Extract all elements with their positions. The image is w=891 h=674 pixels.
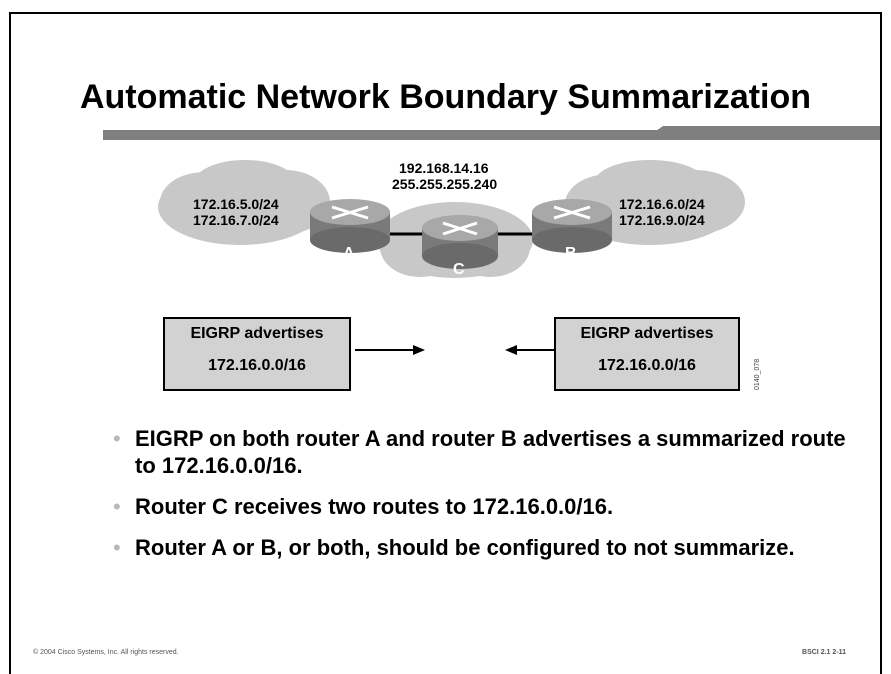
bullet-text: Router A or B, or both, should be config… [135, 535, 795, 560]
slide-frame [9, 12, 882, 674]
bullet-dot-icon: • [113, 426, 121, 451]
slide-title: Automatic Network Boundary Summarization [79, 78, 812, 116]
arrow-right-icon [355, 345, 425, 355]
router-b-icon [532, 199, 612, 253]
center-address: 192.168.14.16 [399, 160, 489, 176]
bullet-item: • EIGRP on both router A and router B ad… [113, 425, 853, 479]
left-box-line2: 172.16.0.0/16 [208, 357, 306, 374]
bullet-text: EIGRP on both router A and router B adve… [135, 426, 846, 478]
bullet-item: • Router A or B, or both, should be conf… [113, 534, 853, 561]
right-advertisement-box: EIGRP advertises 172.16.0.0/16 [554, 317, 740, 391]
title-bar [103, 126, 880, 140]
footer-course: BSCI 2.1 2-11 [802, 649, 846, 656]
router-c-icon [422, 215, 498, 269]
router-a-label: A [343, 245, 355, 262]
right-box-line1: EIGRP advertises [580, 325, 714, 342]
left-box-line1: EIGRP advertises [190, 325, 324, 342]
footer-copyright: © 2004 Cisco Systems, Inc. All rights re… [33, 649, 179, 656]
figure-id: 0140_078 [754, 358, 761, 390]
cisco-brand: Cisco.com [777, 145, 843, 160]
right-network-1: 172.16.6.0/24 [619, 196, 705, 212]
bullet-list: • EIGRP on both router A and router B ad… [113, 425, 853, 575]
right-network-2: 172.16.9.0/24 [619, 212, 705, 228]
left-cloud [158, 160, 330, 245]
bullet-dot-icon: • [113, 494, 121, 519]
left-network-2: 172.16.7.0/24 [193, 212, 279, 228]
router-b-label: B [565, 245, 577, 262]
center-mask: 255.255.255.240 [392, 176, 498, 192]
left-network-1: 172.16.5.0/24 [193, 196, 279, 212]
right-cloud [565, 160, 745, 245]
bullet-item: • Router C receives two routes to 172.16… [113, 493, 853, 520]
bullet-dot-icon: • [113, 535, 121, 560]
router-a-icon [310, 199, 390, 253]
router-c-label: C [453, 261, 465, 278]
left-advertisement-box: EIGRP advertises 172.16.0.0/16 [163, 317, 351, 391]
right-box-line2: 172.16.0.0/16 [598, 357, 696, 374]
network-diagram: 172.16.5.0/24 172.16.7.0/24 192.168.14.1… [150, 152, 750, 392]
bullet-text: Router C receives two routes to 172.16.0… [135, 494, 614, 519]
